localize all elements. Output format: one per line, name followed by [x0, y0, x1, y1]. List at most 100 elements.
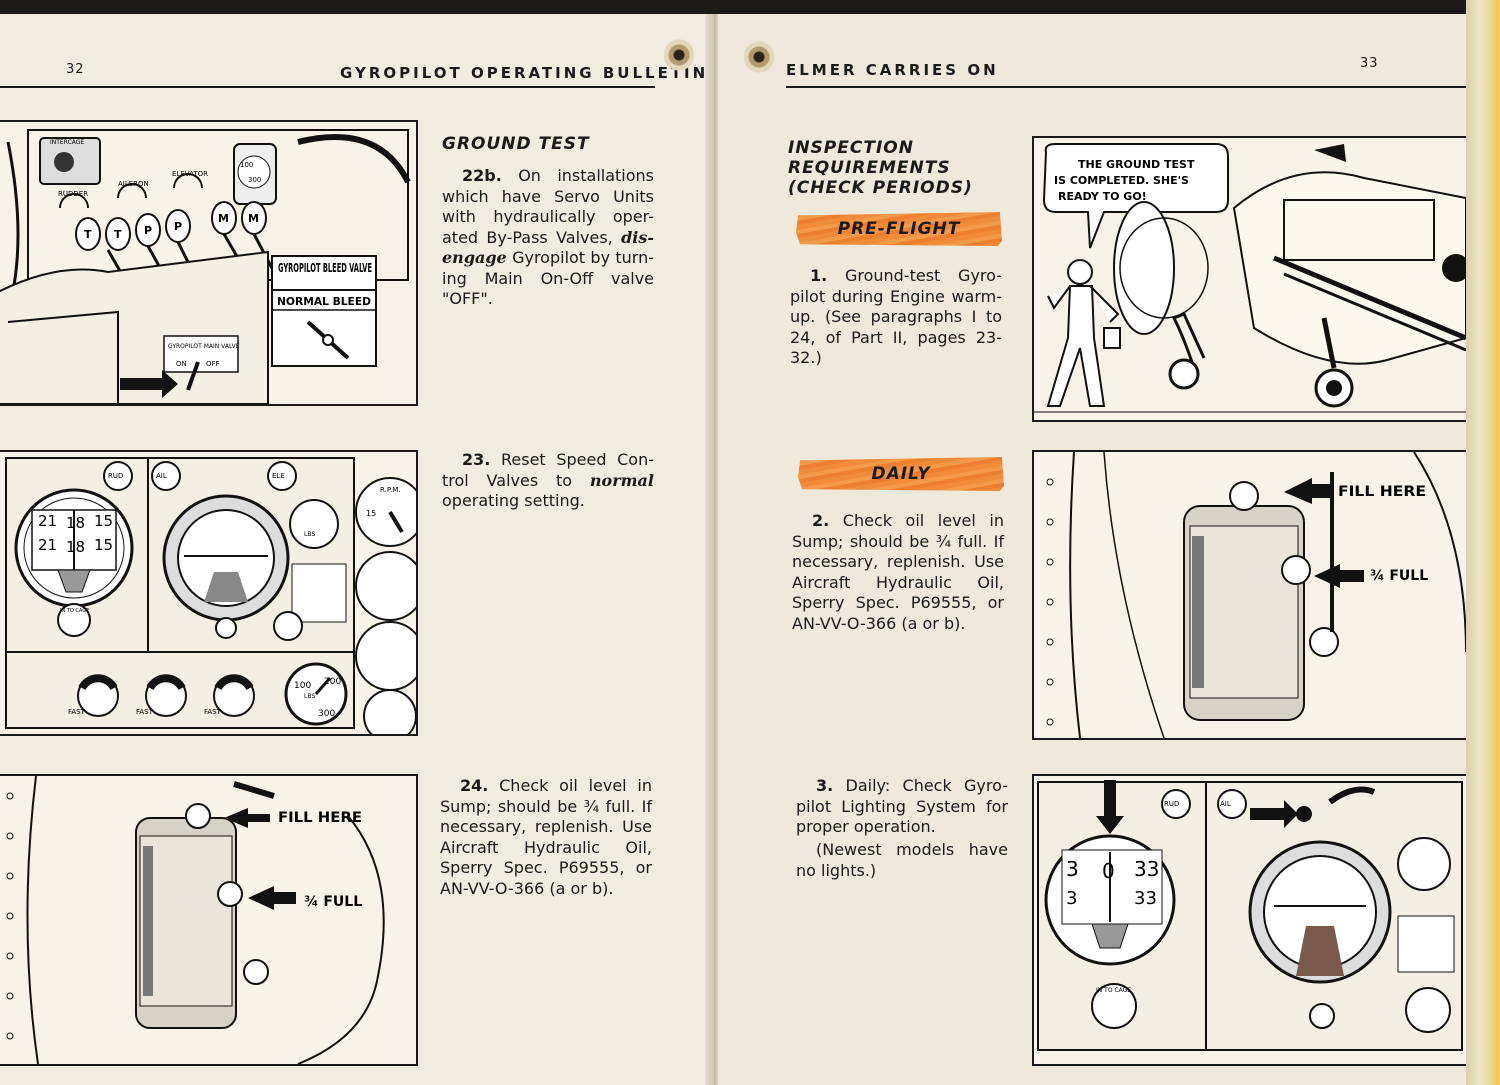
aileron-label: AILERON [118, 180, 149, 188]
bubble-line-1: THE GROUND TEST [1078, 158, 1195, 171]
rudder-label: RUDDER [58, 190, 88, 198]
cartoon-illustration: THE GROUND TEST IS COMPLETED. SHE'S READ… [1034, 138, 1466, 420]
paragraph-3-note: (Newest models have no lights.) [796, 840, 1008, 881]
fill-here-label: FILL HERE [278, 810, 362, 826]
para-22b-text-2: Gyropilot by turn-ing Main On-Off valve … [442, 248, 654, 308]
fill-arrow-icon [224, 808, 270, 828]
para-2-text: Check oil level in Sump; should be ¾ ful… [792, 511, 1004, 633]
para-1-number: 1. [810, 266, 828, 285]
g300-label: 300 [318, 709, 335, 719]
in-to-cage-label: IN TO CAGE [1096, 987, 1131, 994]
dg-top-33: 33 [1134, 857, 1159, 881]
figure-sump: FILL HERE ¾ FULL [0, 774, 418, 1066]
page-edge [1466, 0, 1500, 1085]
normal-bleed-label: NORMAL BLEED [277, 295, 371, 308]
dg-bottom-18: 18 [66, 538, 85, 556]
lever-p2-label: P [174, 220, 182, 233]
figure-instrument-panel: 21 18 15 21 18 15 IN TO CAGE RUD AIL ELE [0, 450, 418, 736]
right-page: ELMER CARRIES ON 33 INSPECTION REQUIREME… [718, 14, 1466, 1085]
preflight-banner: PRE-FLIGHT [796, 212, 1002, 246]
binding-hole [664, 38, 694, 72]
para-22b-number: 22b. [462, 166, 502, 185]
intercage-label: INTERCAGE [50, 139, 84, 146]
para-22b-emphasis: dis-engage [442, 227, 654, 268]
g100-label: 100 [294, 681, 311, 691]
in-to-cage-label: IN TO CAGE [60, 608, 89, 614]
gauge-300-label: 300 [248, 176, 261, 184]
header-rule [0, 86, 655, 88]
rpm-15-label: 15 [366, 509, 376, 518]
rpm-label: R.P.M. [380, 486, 400, 494]
ele-label: ELE [272, 472, 285, 480]
paragraph-23: 23. Reset Speed Con-trol Valves to norma… [442, 450, 654, 512]
para-22b-text-1: On installations which have Servo Units … [442, 166, 654, 247]
off-label: OFF [206, 360, 220, 368]
three-quarter-full-label: ¾ FULL [1370, 568, 1428, 584]
dg-bottom-21: 21 [38, 536, 57, 554]
bubble-line-3: READY TO GO! [1058, 190, 1147, 203]
dg-top-3: 3 [1066, 857, 1079, 881]
lbs-label: LBS [304, 693, 315, 700]
main-valve-label: GYROPILOT MAIN VALVE [168, 343, 240, 350]
binding-hole [744, 40, 774, 74]
para-2-number: 2. [812, 511, 830, 530]
fill-here-label: FILL HERE [1338, 484, 1426, 500]
lever-p1-label: P [144, 224, 152, 237]
dg-bottom-3: 3 [1066, 888, 1077, 909]
bleed-valve-title: GYROPILOT BLEED VALVE [278, 261, 372, 275]
instrument-panel-right-illustration: RUD AIL 3 0 33 3 33 IN TO CAGE [1034, 776, 1466, 1064]
dg-top-0: 0 [1102, 859, 1115, 883]
lbs-label-small: LBS [304, 531, 315, 538]
full-arrow-icon [1314, 564, 1364, 588]
paragraph-1: 1. Ground-test Gyro-pilot during Engine … [790, 266, 1002, 369]
sump-illustration: FILL HERE ¾ FULL [0, 776, 416, 1064]
dg-bottom-33: 33 [1134, 888, 1157, 909]
fast-label-3: FAST [204, 708, 222, 716]
lever-m2-label: M [248, 212, 259, 225]
dg-top-18: 18 [66, 514, 85, 532]
control-levers-illustration: INTERCAGE 100 300 RUDDER AILERON ELEVATO… [0, 122, 416, 404]
inspection-title-line-1: INSPECTION [788, 138, 914, 158]
daily-banner: DAILY [798, 457, 1004, 491]
para-3-number: 3. [816, 776, 834, 795]
para-23-text-2: operating setting. [442, 491, 585, 510]
speech-bubble [1042, 143, 1229, 249]
bubble-line-2: IS COMPLETED. SHE'S [1054, 174, 1189, 187]
inspection-title-line-3: (CHECK PERIODS) [788, 178, 973, 198]
para-1-text: Ground-test Gyro-pilot during Engine war… [790, 266, 1002, 367]
para-3-text: Daily: Check Gyro-pilot Lighting System … [796, 776, 1008, 836]
rud-label: RUD [108, 472, 123, 480]
down-arrow-icon [1096, 780, 1124, 834]
paragraph-3: 3. Daily: Check Gyro-pilot Lighting Syst… [796, 776, 1008, 838]
ail-label: AIL [156, 472, 167, 480]
inspection-title: INSPECTION REQUIREMENTS (CHECK PERIODS) [788, 138, 973, 198]
running-head: GYROPILOT OPERATING BULLETIN [340, 64, 709, 82]
para-23-text-1: Reset Speed Con-trol Valves to [442, 450, 654, 490]
arrow-icon [120, 370, 178, 398]
running-head: ELMER CARRIES ON [786, 61, 999, 79]
header-rule [786, 86, 1466, 88]
inspection-title-line-2: REQUIREMENTS [788, 158, 951, 178]
lever-t1-label: T [84, 228, 92, 241]
fast-label-2: FAST [136, 708, 154, 716]
fill-arrow-icon [1284, 478, 1334, 504]
para-24-number: 24. [460, 776, 489, 795]
dg-top-21: 21 [38, 512, 57, 530]
lever-m1-label: M [218, 212, 229, 225]
para-23-number: 23. [462, 450, 491, 469]
gauge-100-label: 100 [240, 161, 253, 169]
page-number: 32 [66, 62, 85, 77]
paragraph-22b: 22b. On installations which have Servo U… [442, 166, 654, 310]
on-label: ON [176, 360, 187, 368]
full-arrow-icon [248, 886, 296, 910]
figure-control-levers: INTERCAGE 100 300 RUDDER AILERON ELEVATO… [0, 120, 418, 406]
rud-label: RUD [1164, 800, 1179, 808]
page-number: 33 [1360, 56, 1379, 71]
sump-right-illustration: FILL HERE ¾ FULL [1034, 452, 1466, 738]
para-3-note-text: (Newest models have no lights.) [796, 840, 1008, 880]
para-23-emphasis: normal [589, 470, 654, 490]
paragraph-24: 24. Check oil level in Sump; should be ¾… [440, 776, 652, 899]
ail-label: AIL [1220, 800, 1231, 808]
g200-label: 200 [324, 677, 341, 687]
elevator-label: ELEVATOR [172, 170, 208, 178]
